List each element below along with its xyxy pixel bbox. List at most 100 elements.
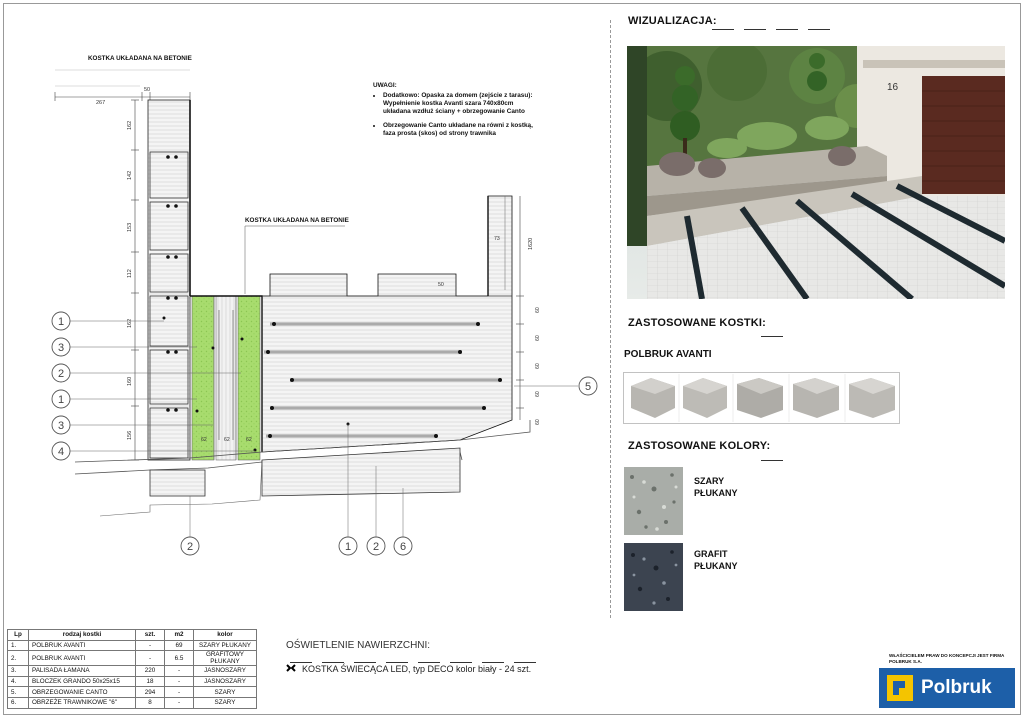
legend-header-lp: Lp	[7, 629, 29, 641]
cell: BLOCZEK GRANDO 50x25x15	[28, 675, 136, 688]
dim-right-top: 1620	[528, 238, 534, 250]
polbruk-logo-icon	[887, 675, 913, 701]
viz-title-dashes	[712, 21, 840, 39]
sheet-divider	[610, 20, 611, 618]
cell: -	[164, 665, 194, 677]
marker-l3: 2	[58, 368, 64, 380]
gap-1: 62	[201, 437, 207, 443]
color-swatch-grey	[624, 467, 683, 535]
dim-left-1: 162	[127, 121, 133, 130]
legend-header-type: rodzaj kostki	[28, 629, 136, 641]
site-plan: 267 50 123 KOSTKA UKŁADANA NA BETONIE 16…	[54, 55, 578, 538]
kostki-title: ZASTOSOWANE KOSTKI:	[628, 317, 767, 329]
dim-left-5: 162	[127, 319, 133, 328]
table-row: 4. BLOCZEK GRANDO 50x25x15 18 - JASNOSZA…	[7, 675, 257, 688]
table-row: 2. POLBRUK AVANTI - 6.5 GRAFITOWY PŁUKAN…	[7, 650, 257, 667]
lighting-title: OŚWIETLENIE NAWIERZCHNI:	[286, 640, 431, 651]
dim-top-b: 50	[144, 87, 150, 93]
cell: 4.	[7, 675, 29, 688]
cell: SZARY	[193, 696, 257, 709]
marker-l4: 1	[58, 394, 64, 406]
cell: POLBRUK AVANTI	[28, 639, 136, 652]
cell: PALISADA ŁAMANA	[28, 665, 136, 677]
color-grey-name-1: SZARY	[694, 476, 725, 486]
dim-right-4: 60	[535, 391, 541, 397]
note-1: Dodatkowo: Opaska za domem (zejście z ta…	[383, 92, 538, 116]
table-row: 5. OBRZEGOWANIE CANTO 294 - SZARY	[7, 686, 257, 698]
marker-r5: 5	[585, 381, 591, 393]
marker-layer: 1 3 2 1 3 4 5 2 1 2 6	[51, 311, 598, 556]
marker-b1: 1	[345, 541, 351, 553]
product-name: POLBRUK AVANTI	[624, 349, 712, 360]
marker-b6: 6	[400, 541, 406, 553]
cell: SZARY	[193, 686, 257, 698]
table-row: 3. PALISADA ŁAMANA 220 - JASNOSZARY	[7, 665, 257, 677]
kostki-title-dashes	[761, 328, 793, 346]
cell: 1.	[7, 639, 29, 652]
notes-title: UWAGI:	[373, 82, 397, 89]
cell: -	[164, 696, 194, 709]
dim-left-7: 156	[127, 431, 133, 440]
cell: 220	[135, 665, 165, 677]
cell: 69	[164, 639, 194, 652]
table-row: 6. OBRZEŻE TRAWNIKOWE "6" 8 - SZARY	[7, 696, 257, 709]
legend-header-qty: szt.	[135, 629, 165, 641]
legend-header-m2: m2	[164, 629, 194, 641]
dim-right-small: 73	[494, 236, 500, 242]
table-row: 1. POLBRUK AVANTI - 69 SZARY PŁUKANY	[7, 639, 257, 652]
cell: 3.	[7, 665, 29, 677]
cell: 294	[135, 686, 165, 698]
label-concrete-top: KOSTKA UKŁADANA NA BETONIE	[88, 55, 192, 62]
cell: 6.5	[164, 650, 194, 667]
legend-header-row: Lp rodzaj kostki szt. m2 kolor	[7, 629, 257, 641]
gap-3: 62	[246, 437, 252, 443]
cell: OBRZEŻE TRAWNIKOWE "6"	[28, 696, 136, 709]
cell: JASNOSZARY	[193, 675, 257, 688]
viz-paving	[647, 196, 1005, 299]
color-graphite-label: GRAFIT PŁUKANY	[694, 548, 738, 572]
gap-2: 62	[224, 437, 230, 443]
cell: 18	[135, 675, 165, 688]
dim-top-a: 267	[96, 100, 105, 106]
dim-left-3: 153	[127, 223, 133, 232]
cell: POLBRUK AVANTI	[28, 650, 136, 667]
color-graphite-name-2: PŁUKANY	[694, 561, 738, 571]
brand-name: Polbruk	[921, 677, 992, 698]
marker-l6: 4	[58, 446, 64, 458]
cell: OBRZEGOWANIE CANTO	[28, 686, 136, 698]
kolory-title: ZASTOSOWANE KOLORY:	[628, 440, 771, 452]
cell: 5.	[7, 686, 29, 698]
kolory-title-dashes	[761, 452, 793, 470]
cell: -	[164, 675, 194, 688]
cell: -	[164, 686, 194, 698]
cell: 8	[135, 696, 165, 709]
cell: SZARY PŁUKANY	[193, 639, 257, 652]
marker-l1: 1	[58, 316, 64, 328]
paver-samples	[623, 372, 900, 424]
cell: GRAFITOWY PŁUKANY	[193, 650, 257, 667]
owner-note: WŁAŚCICIELEM PRAW DO KONCEPCJI JEST FIRM…	[889, 653, 1005, 664]
cell: -	[135, 650, 165, 667]
legend-table: Lp rodzaj kostki szt. m2 kolor 1. POLBRU…	[7, 629, 257, 709]
dim-left-2: 142	[127, 171, 133, 180]
house-number: 16	[887, 82, 899, 93]
viz-title: WIZUALIZACJA:	[628, 15, 717, 27]
led-icon	[286, 664, 296, 672]
lighting-title-dashes	[290, 654, 546, 672]
cell: 6.	[7, 696, 29, 709]
dim-right-5: 60	[535, 419, 541, 425]
sheet-frame	[3, 3, 1021, 715]
note-2: Obrzegowanie Canto układane na równi z k…	[383, 122, 538, 138]
color-graphite-name-1: GRAFIT	[694, 549, 728, 559]
dim-right-2: 60	[535, 335, 541, 341]
dim-50: 50	[438, 282, 444, 288]
lighting-item: KOSTKA ŚWIECĄCA LED, typ DECO kolor biał…	[302, 664, 532, 674]
cell: JASNOSZARY	[193, 665, 257, 677]
dim-right-3: 60	[535, 363, 541, 369]
lower-strip	[261, 447, 461, 497]
color-grey-label: SZARY PŁUKANY	[694, 475, 738, 499]
notes-block: UWAGI: Dodatkowo: Opaska za domem (zejśc…	[373, 82, 538, 144]
label-concrete-mid: KOSTKA UKŁADANA NA BETONIE	[245, 217, 349, 224]
entry-slab	[149, 469, 206, 497]
logo-box: Polbruk	[879, 668, 1015, 708]
